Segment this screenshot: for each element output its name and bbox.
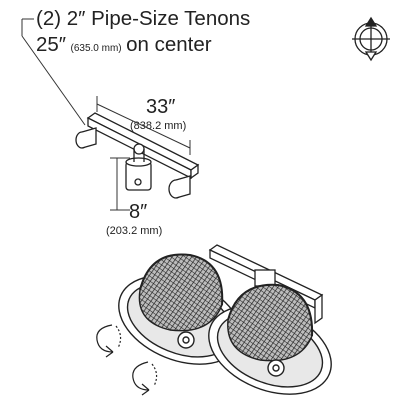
callout-leader-line — [21, 18, 86, 126]
compass-rose-icon — [352, 16, 390, 62]
width-dimension-inches: 33″ — [146, 96, 176, 118]
mounting-bracket-top — [75, 112, 200, 199]
width-dimension-mm: (838.2 mm) — [130, 120, 187, 132]
tenon-spacing-label: 25″ (635.0 mm) on center — [36, 33, 212, 56]
tenon-spacing-suffix: on center — [126, 33, 212, 56]
height-dimension-mm: (203.2 mm) — [106, 225, 163, 237]
lamp-head-right — [208, 283, 332, 395]
tenon-spacing-mm: (635.0 mm) — [70, 43, 122, 54]
height-dimension-inches: 8″ — [129, 201, 148, 223]
height-dimension-line — [110, 157, 130, 211]
width-dimension-line — [96, 96, 191, 155]
tenon-callout-title: (2) 2″ Pipe-Size Tenons — [36, 7, 251, 30]
tenon-spacing-inches: 25″ — [36, 33, 67, 56]
rotation-arrow-icon — [96, 324, 122, 358]
rotation-arrow-icon — [132, 361, 158, 396]
